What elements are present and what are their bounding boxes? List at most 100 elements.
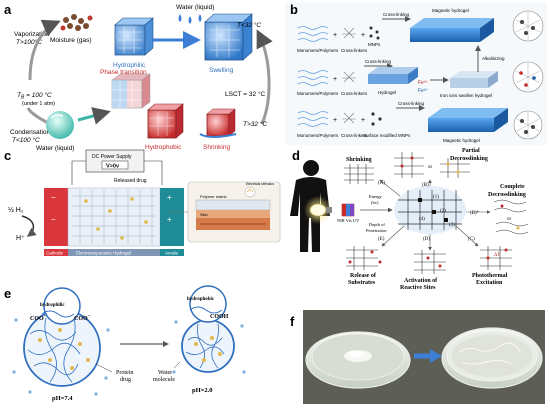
site-2: (2) bbox=[440, 209, 446, 214]
transform-arrowhead bbox=[430, 349, 442, 363]
ph-2-label: pH=2.0 bbox=[192, 387, 213, 394]
arrow-e bbox=[381, 225, 405, 247]
reactive-sites-label: Reactive Sites bbox=[400, 285, 436, 291]
lsct-label: LSCT = 32 °C bbox=[225, 90, 266, 98]
panel-a: a Vaporization T>100°C Moisture (gas) Hy… bbox=[4, 2, 273, 152]
t-lt-32-label: T<32 °C bbox=[237, 21, 261, 29]
cooh-label: COOH bbox=[210, 314, 229, 320]
skin-patch-inset bbox=[187, 181, 281, 243]
arrow-a bbox=[379, 179, 401, 197]
site-1: (1) bbox=[433, 195, 439, 200]
magnetic-hydrogel-label-1: Magnetic hydrogel bbox=[432, 8, 469, 13]
arrow-b-label: (B) bbox=[422, 183, 429, 188]
hydrophilic-label: Hydrophilic bbox=[113, 62, 146, 69]
cathode-minus: − bbox=[51, 193, 56, 202]
magnetic-hydrogel-slab-2 bbox=[428, 108, 508, 132]
panel-c: c DC Power Supply V>0v − − + + Released … bbox=[4, 148, 330, 256]
central-network bbox=[394, 186, 466, 234]
surface-mnps-label: Surface modified MNPs bbox=[363, 133, 411, 138]
moisture-cloud-icon bbox=[60, 14, 93, 31]
vaporization-temp: T>100°C bbox=[16, 38, 42, 46]
plus-1: + bbox=[333, 32, 337, 39]
zoom-circle-1 bbox=[512, 10, 544, 42]
fe2-label: Fe²⁺ bbox=[418, 88, 429, 94]
iron-ions-label: Iron ions swollen hydrogel bbox=[440, 93, 492, 98]
protein-leader bbox=[95, 363, 113, 373]
cathode-label: Cathode bbox=[46, 251, 64, 256]
swollen-drug-dots bbox=[38, 328, 90, 370]
molecule-label: molecule bbox=[153, 377, 175, 383]
anode-plus: + bbox=[167, 193, 172, 202]
anode-caption-bg bbox=[160, 249, 184, 256]
hydrophilic-cube bbox=[114, 17, 154, 56]
crosslinking-label-1: Cross-linking bbox=[383, 12, 410, 17]
plus-2: + bbox=[361, 32, 365, 39]
complete-label: Complete bbox=[500, 184, 525, 190]
water-bottom-label: Water (liquid) bbox=[36, 145, 74, 152]
zoom-circle-2 bbox=[512, 61, 544, 93]
hydrophobic-label-e: hydrophobic bbox=[187, 297, 215, 302]
panel-c-letter: c bbox=[4, 148, 11, 163]
alkalinizing-label: Alkalinizing bbox=[482, 56, 505, 61]
crosslinking-label-2: Cross-linking bbox=[365, 59, 392, 64]
cool-arrow bbox=[256, 29, 273, 125]
hydrogel-slab bbox=[368, 67, 418, 84]
vaporization-label: Vaporization bbox=[14, 31, 50, 38]
panel-e-letter: e bbox=[4, 286, 11, 301]
shrunk-particle bbox=[181, 319, 235, 373]
shrinking-label-d: Shrinking bbox=[346, 157, 372, 163]
cathode-minus-2: − bbox=[51, 215, 56, 224]
plus-4: + bbox=[333, 117, 337, 124]
shrunk-drug-dots bbox=[194, 336, 222, 362]
shrunk-network bbox=[344, 164, 374, 184]
petri-dish-before bbox=[305, 331, 411, 389]
h2-arrow bbox=[21, 215, 37, 237]
energy-hv-label: (hv) bbox=[371, 200, 379, 205]
arrow-bstar-label: (B)* bbox=[470, 211, 480, 216]
substrates-label: Substrates bbox=[348, 280, 376, 286]
monomers-label-1: Monomers/Polymers bbox=[297, 48, 339, 53]
mnps-label: MNPs bbox=[368, 42, 381, 47]
electroresponsive-gel bbox=[67, 187, 161, 247]
skin-label: Skin bbox=[200, 212, 208, 217]
circuit-wires bbox=[71, 160, 163, 185]
panel-e: e hydrophilic COO− COO− pH=7.4 bbox=[4, 285, 246, 402]
shrunk-outer-molecules bbox=[172, 320, 246, 374]
arrow-c-label: (C) bbox=[468, 237, 475, 242]
polymer-matrix-label: Polymer matrix bbox=[200, 194, 227, 199]
gel-caption-bg bbox=[68, 249, 160, 256]
arrow-c bbox=[455, 225, 479, 247]
condensation-label: Condensation bbox=[10, 129, 50, 136]
water-top-label: Water (liquid) bbox=[176, 4, 214, 11]
zoom-circle-3 bbox=[513, 110, 543, 140]
condensation-temp: T<100 °C bbox=[12, 136, 40, 144]
electrical-stimulus-label: Electrical stimulus bbox=[246, 182, 274, 186]
excitation-label: Excitation bbox=[476, 280, 503, 286]
coo-label-2: COO− bbox=[74, 314, 91, 322]
activation-label: Activation of bbox=[404, 278, 438, 284]
release-network bbox=[346, 246, 378, 270]
activation-network bbox=[414, 250, 446, 274]
photothermal-network bbox=[480, 246, 512, 270]
drug-label: drug bbox=[120, 377, 131, 383]
coo-label-1: COO− bbox=[30, 314, 47, 322]
mnps-icon bbox=[369, 26, 380, 40]
anode-plate bbox=[160, 188, 184, 246]
energy-label: Energy bbox=[369, 194, 383, 199]
delta-t-label: ΔT bbox=[494, 253, 500, 258]
released-drug-label: Released drug bbox=[114, 178, 147, 184]
gel-network bbox=[72, 190, 156, 244]
half-h2-label: ½ H₂ bbox=[8, 206, 24, 214]
site-4: (4) bbox=[419, 217, 425, 222]
arrow-d-label: (D) bbox=[423, 237, 430, 242]
crosslinkers-label-3: Cross-linkers bbox=[341, 133, 368, 138]
or-label-1: or bbox=[428, 165, 433, 170]
monomers-label-2: Monomers/Polymers bbox=[297, 91, 339, 96]
photothermal-label: Photothermal bbox=[472, 273, 508, 279]
petri-dish-after bbox=[441, 327, 543, 389]
or-label-2: or bbox=[507, 217, 512, 222]
swollen-outer-molecules bbox=[12, 318, 110, 396]
panel-f: f bbox=[290, 310, 545, 404]
